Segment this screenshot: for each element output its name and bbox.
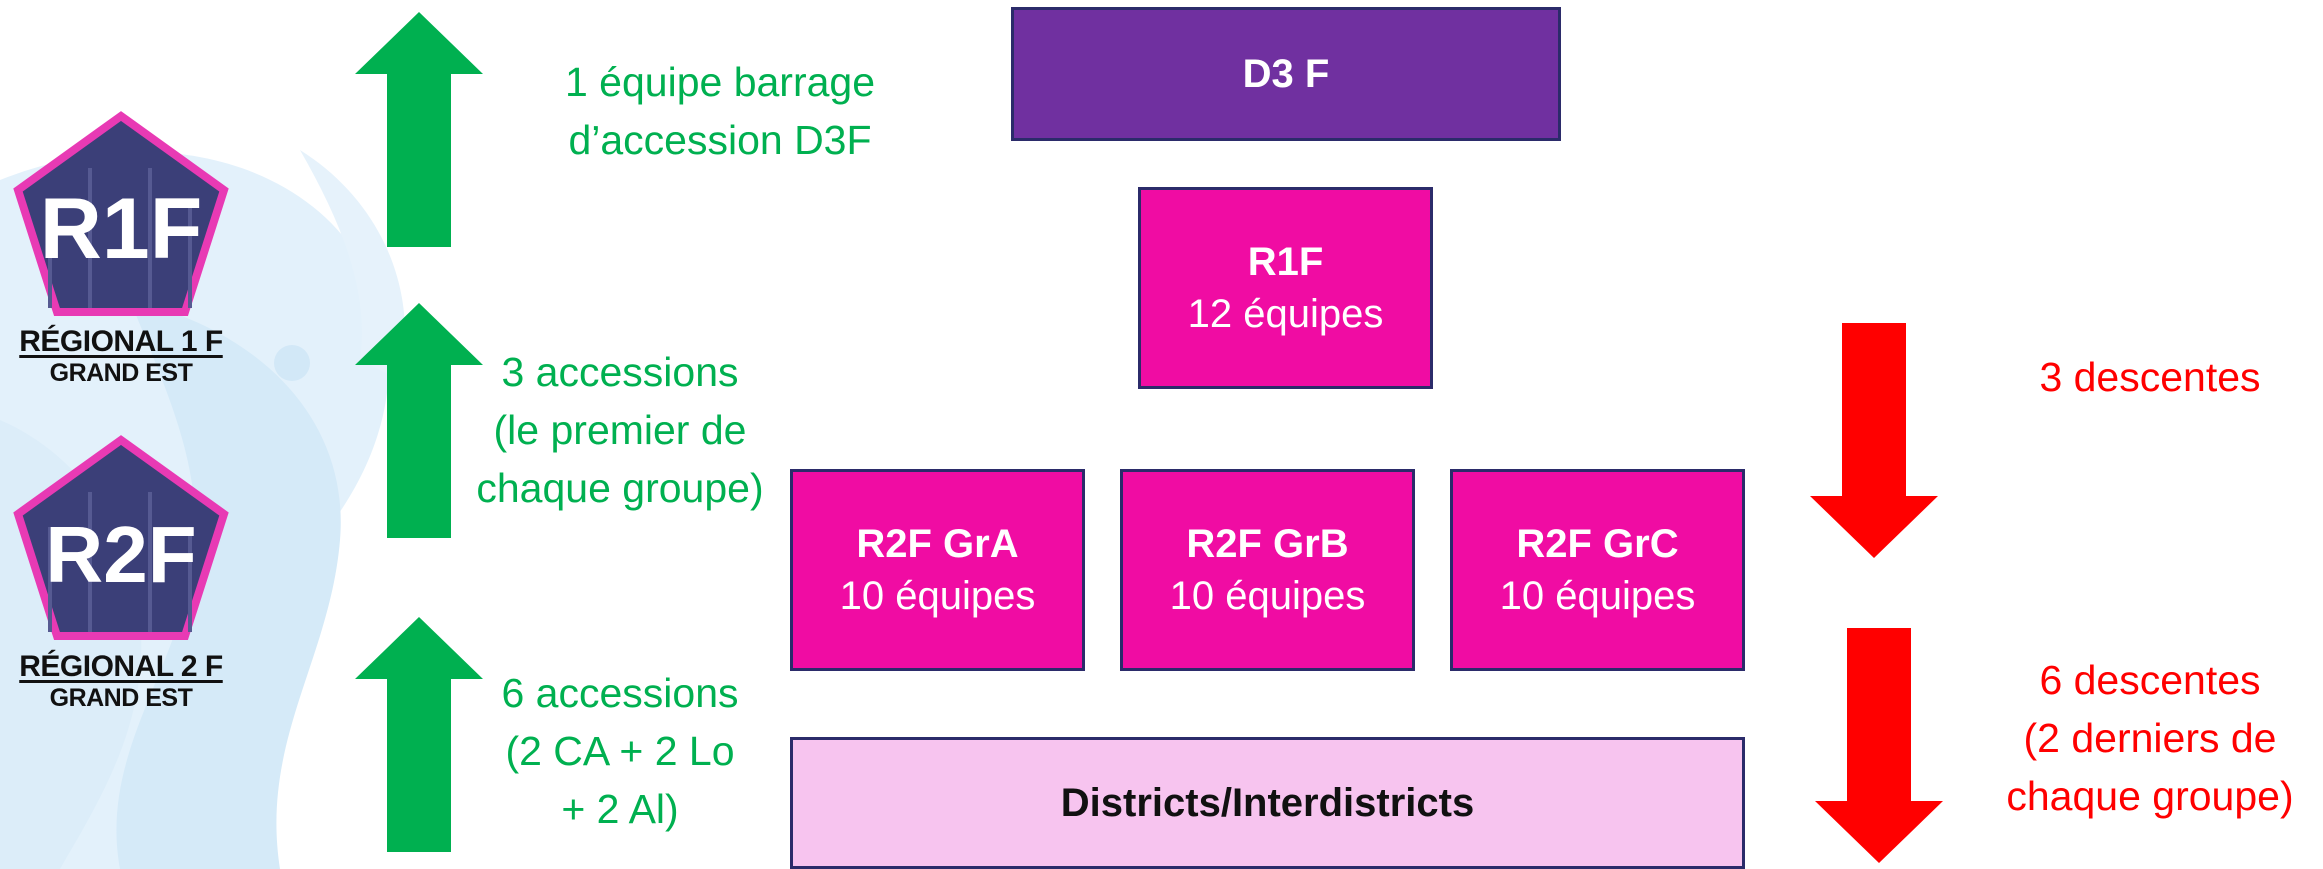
- down-arrow-icon: [1810, 323, 1938, 558]
- league-box-d3f: D3 F: [1011, 7, 1561, 141]
- r2f-logo: R2F: [10, 432, 232, 644]
- league-box-subtitle: 10 équipes: [1499, 574, 1696, 618]
- league-box-subtitle: 10 équipes: [839, 574, 1036, 618]
- relegation-note-line: 3 descentes: [2039, 354, 2261, 400]
- r2f-logo-badge: R2F: [13, 435, 229, 640]
- r1f-logo-caption-line1: RÉGIONAL 1 F: [19, 325, 223, 358]
- up-arrow-icon: [355, 12, 483, 247]
- r2f-logo-caption-line1: RÉGIONAL 2 F: [19, 650, 223, 683]
- league-box-title: D3 F: [1242, 52, 1330, 96]
- r2f-logo-text: R2F: [45, 510, 196, 599]
- promotion-note-line: d’accession D3F: [568, 117, 872, 164]
- league-box-title: Districts/Interdistricts: [1060, 781, 1475, 825]
- promotion-note-line: 3 accessions: [501, 349, 739, 395]
- r1f-logo-badge: R1F: [13, 111, 229, 316]
- promotion-note-line: + 2 Al): [561, 786, 679, 833]
- league-box-r2f-grc: R2F GrC 10 équipes: [1450, 469, 1745, 671]
- promotion-note-r1f: 3 accessions (le premier de chaque group…: [460, 343, 780, 518]
- league-box-title: R2F GrB: [1186, 522, 1349, 566]
- relegation-note-line: (2 derniers de: [2023, 715, 2277, 762]
- r2f-logo-caption-line2: GRAND EST: [49, 684, 193, 712]
- r1f-logo-caption: RÉGIONAL 1 F GRAND EST: [0, 325, 242, 388]
- league-box-subtitle: 10 équipes: [1169, 574, 1366, 618]
- promotion-note-line: (2 CA + 2 Lo: [505, 728, 735, 775]
- up-arrow-icon: [355, 617, 483, 852]
- league-box-r1f: R1F 12 équipes: [1138, 187, 1433, 389]
- promotion-note-line: chaque groupe): [476, 465, 764, 512]
- r1f-logo-caption-line2: GRAND EST: [49, 359, 193, 387]
- relegation-note-line: chaque groupe): [2006, 773, 2294, 820]
- promotion-note-line: (le premier de: [493, 407, 747, 454]
- up-arrow-icon: [355, 303, 483, 538]
- relegation-note-r2f: 6 descentes (2 derniers de chaque groupe…: [1985, 651, 2315, 826]
- promotion-note-d3f: 1 équipe barrage d’accession D3F: [500, 53, 940, 169]
- league-box-r2f-grb: R2F GrB 10 équipes: [1120, 469, 1415, 671]
- promotion-note-line: 1 équipe barrage: [564, 59, 876, 105]
- league-box-title: R2F GrC: [1516, 522, 1679, 566]
- relegation-note-r1f: 3 descentes: [2000, 348, 2300, 406]
- league-box-title: R1F: [1247, 240, 1324, 284]
- promotion-note-r2f: 6 accessions (2 CA + 2 Lo + 2 Al): [485, 664, 755, 839]
- league-box-title: R2F GrA: [856, 522, 1019, 566]
- r2f-logo-caption: RÉGIONAL 2 F GRAND EST: [0, 650, 242, 713]
- promotion-note-line: 6 accessions: [501, 670, 739, 716]
- league-box-subtitle: 12 équipes: [1187, 292, 1384, 336]
- league-box-districts: Districts/Interdistricts: [790, 737, 1745, 869]
- league-box-r2f-gra: R2F GrA 10 équipes: [790, 469, 1085, 671]
- r1f-logo-text: R1F: [40, 181, 202, 277]
- down-arrow-icon: [1815, 628, 1943, 863]
- r1f-logo: R1F: [10, 108, 232, 320]
- relegation-note-line: 6 descentes: [2039, 657, 2261, 703]
